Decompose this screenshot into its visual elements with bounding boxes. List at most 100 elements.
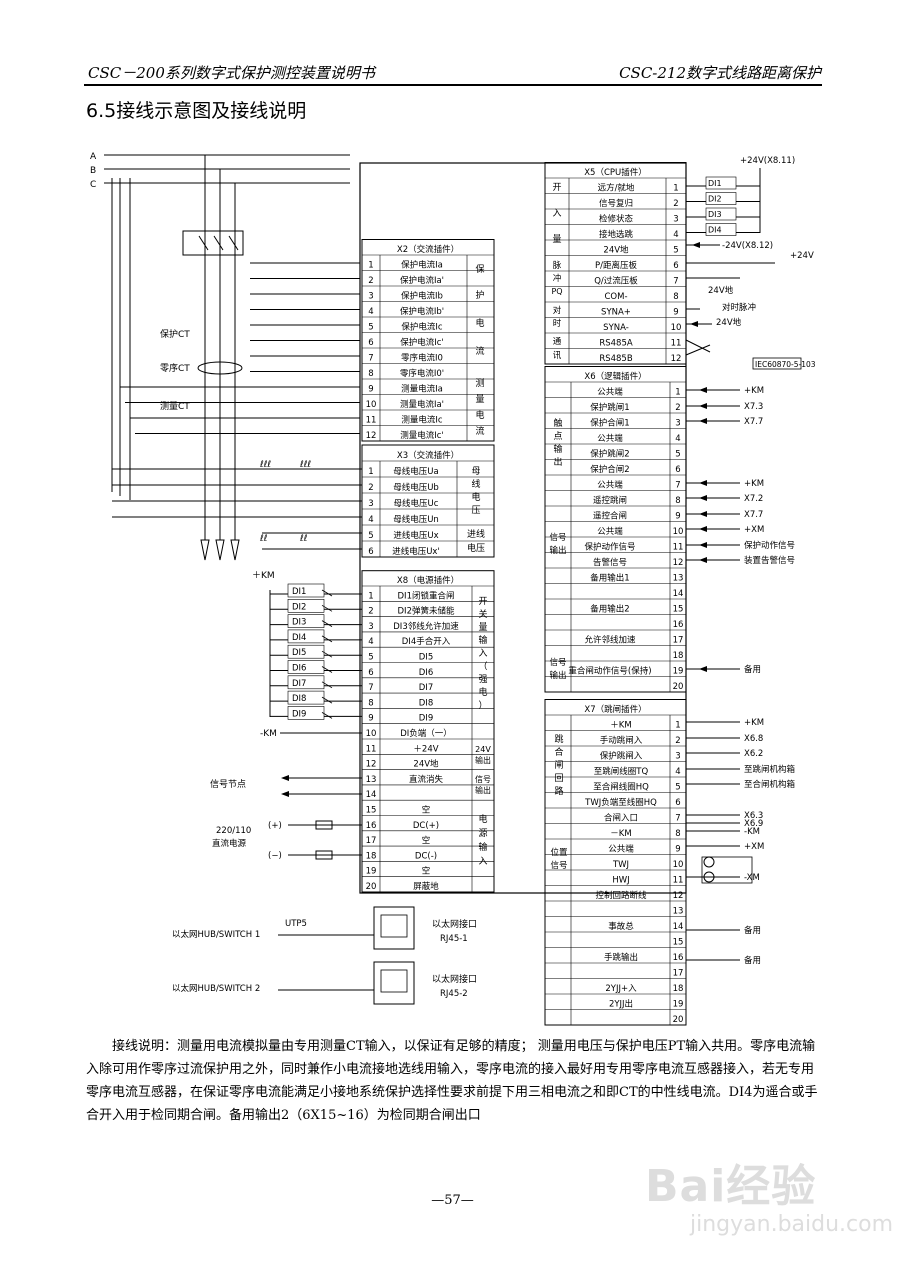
x3-side: 电压 [467, 542, 485, 554]
iec-box [752, 357, 802, 370]
x5-side: 冲 [553, 273, 562, 284]
x3-terminal-number: 1 [368, 467, 373, 477]
x8-terminal-number: 11 [366, 744, 377, 754]
x2-terminal-label: 测量电流Ia' [400, 399, 444, 410]
x7-terminal-label: 至合闸线圈HQ [593, 782, 649, 793]
x6-terminal-number: 4 [675, 434, 680, 444]
x2-terminal-number: 12 [366, 431, 377, 441]
x8-terminal-label: DC(+) [413, 821, 439, 831]
x6-side: 输出 [549, 670, 566, 681]
x7-terminal-number: 20 [673, 1015, 684, 1025]
x7-terminal-number: 6 [675, 798, 680, 808]
di-contact [321, 696, 333, 704]
di-box [287, 660, 325, 674]
x7-terminal-label: 保护跳闸入 [600, 751, 643, 762]
x6-terminal-number: 10 [673, 527, 684, 537]
x6-terminal-label: 保护合闸1 [590, 418, 629, 429]
di-box [287, 614, 325, 628]
x8-side-power: 源 [478, 828, 487, 839]
x6-terminal-label: 告警信号 [593, 557, 627, 568]
x8-terminal-label: DI2弹簧未储能 [398, 606, 455, 617]
x5-side: 入 [552, 208, 561, 219]
x8-terminal-label: 24V地 [413, 759, 439, 770]
x7-terminal-label: 控制回路断线 [595, 890, 647, 901]
x2-terminal-number: 2 [368, 276, 373, 286]
x7-terminal-label: 2YJJ+入 [605, 984, 637, 994]
x8-side-power: 电 [478, 813, 487, 825]
x7-terminal-label: 手跳输出 [604, 952, 638, 963]
x7-terminal-label: 手动跳闸入 [600, 735, 643, 746]
di-label: DI8 [292, 694, 306, 704]
di-box [287, 583, 325, 598]
pt-coil: ℓℓ [259, 534, 267, 544]
x5-terminal-label: SYNA- [603, 323, 629, 333]
di-box [287, 675, 325, 690]
x5-terminal-number: 1 [673, 184, 678, 194]
x7-terminal-number: 16 [673, 953, 684, 963]
x2-terminal-number: 1 [368, 261, 373, 271]
x3-side: 电 [471, 491, 480, 503]
pt-coil: ℓℓℓ [259, 460, 271, 470]
x6-ext-label: +XM [744, 525, 764, 535]
km-minus-label: -KM [260, 729, 277, 739]
page-number: —57— [431, 1193, 474, 1208]
x8-terminal-number: 9 [368, 714, 373, 724]
section-title: 6.5接线示意图及接线说明 [86, 100, 307, 122]
x2-side: 测 [475, 378, 484, 389]
x7-side: 路 [554, 785, 563, 797]
x7-terminal-number: 19 [673, 1000, 684, 1010]
x7-terminal-number: 15 [673, 938, 684, 948]
x8-terminal-label: DC(-) [415, 851, 437, 861]
x6-terminal-number: 15 [673, 605, 684, 615]
x8-side-power: 输 [478, 841, 487, 853]
x6-terminal-number: 5 [675, 450, 680, 460]
iec-label: IEC60870-5-103 [755, 360, 816, 369]
x8-terminal-label: DI4手合开入 [402, 636, 451, 647]
x6-terminal-number: 13 [673, 574, 684, 584]
x7-terminal-number: 12 [673, 891, 684, 901]
x6-terminal-label: 备用输出1 [590, 573, 629, 584]
x5-di-label: DI4 [708, 226, 722, 235]
x5-arrow [690, 321, 698, 327]
x2-terminal-number: 10 [366, 400, 377, 410]
x8-terminal-label: ＋24V [413, 744, 438, 754]
x5-ext-label: 24V地 [716, 317, 742, 328]
x6-terminal-label: 公共端 [597, 526, 623, 537]
x8-terminal-label: 空 [422, 805, 431, 816]
x5-terminal-label: COM- [604, 292, 627, 302]
x6-ext-label: X7.7 [744, 510, 763, 520]
di-box [287, 598, 325, 613]
x6-ext-label: 装置告警信号 [744, 555, 795, 566]
x3-terminal-label: 进线电压Ux' [392, 546, 440, 557]
x5-di-label: DI3 [708, 210, 722, 219]
x7-terminal-number: 11 [673, 876, 684, 886]
x2-terminal-label: 保护电流Ib' [400, 306, 444, 317]
utp5-label: UTP5 [285, 919, 307, 929]
di-contact [321, 712, 333, 719]
x8-terminal-label: DI5 [419, 653, 433, 663]
x3-terminal-number: 6 [368, 547, 373, 557]
km-plus-label: ＋KM [252, 570, 275, 581]
explanation-paragraph: 接线说明：测量用电流模拟量由专用测量CT输入，以保证有足够的精度； 测量用电压与… [86, 1035, 826, 1127]
x5-di-label: DI1 [708, 179, 722, 188]
x2-side: 流 [475, 425, 484, 437]
x8-terminal-label: 空 [422, 835, 431, 846]
x7-terminal-label: ＋KM [610, 721, 631, 731]
x6-arrow [699, 557, 707, 563]
x7-title: X7（跳闸插件） [584, 704, 646, 715]
x5-title: X5（CPU插件） [584, 167, 647, 178]
x7-terminal-label: 至跳闸线圈TQ [594, 766, 649, 777]
x8-side-di: 关 [478, 608, 487, 620]
x7-ext-label: -KM [744, 827, 760, 837]
x6-arrow [699, 666, 707, 672]
x7-terminal-label: 事故总 [608, 921, 634, 932]
rj45-port: RJ45-2 [440, 989, 468, 999]
ground-arrow [200, 539, 210, 561]
x7-terminal-number: 9 [675, 845, 680, 855]
x7-terminal-number: 13 [673, 907, 684, 917]
di-box [287, 706, 325, 720]
x7-terminal-label: HWJ [612, 876, 629, 886]
breaker-contact [228, 235, 239, 251]
signal-arrow [281, 775, 289, 781]
x2-title: X2（交流插件） [397, 244, 459, 255]
